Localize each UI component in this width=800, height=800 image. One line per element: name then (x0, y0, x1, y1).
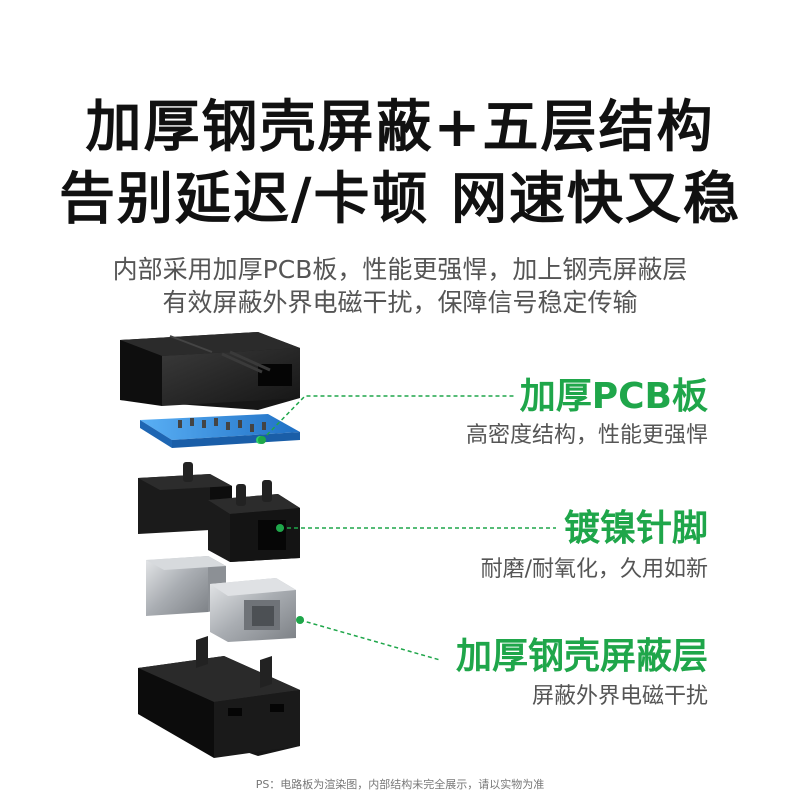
feature-title-pins: 镀镍针脚 (563, 508, 708, 549)
pcb-board (140, 414, 300, 448)
bottom-housing (138, 636, 300, 758)
leader-lines (261, 395, 556, 661)
footnote: PS：电路板为渲染图，内部结构未完全展示，请以实物为准 (255, 778, 545, 791)
feature-title-pcb: 加厚PCB板 (519, 376, 708, 417)
feature-desc-shield: 屏蔽外界电磁干扰 (531, 684, 708, 709)
headline-line-2: 告别延迟/卡顿 网速快又稳 (59, 167, 741, 232)
feature-title-shield: 加厚钢壳屏蔽层 (455, 636, 708, 677)
top-housing (120, 332, 300, 410)
subtitle-line-2: 有效屏蔽外界电磁干扰，保障信号稳定传输 (162, 288, 638, 317)
subtitle-line-1: 内部采用加厚PCB板，性能更强悍，加上钢壳屏蔽层 (112, 255, 688, 284)
steel-shields (146, 556, 296, 642)
black-jack-housings (138, 462, 300, 562)
feature-desc-pins: 耐磨/耐氧化，久用如新 (480, 557, 708, 582)
headline-line-1: 加厚钢壳屏蔽+五层结构 (85, 95, 715, 160)
feature-desc-pcb: 高密度结构，性能更强悍 (465, 423, 708, 448)
